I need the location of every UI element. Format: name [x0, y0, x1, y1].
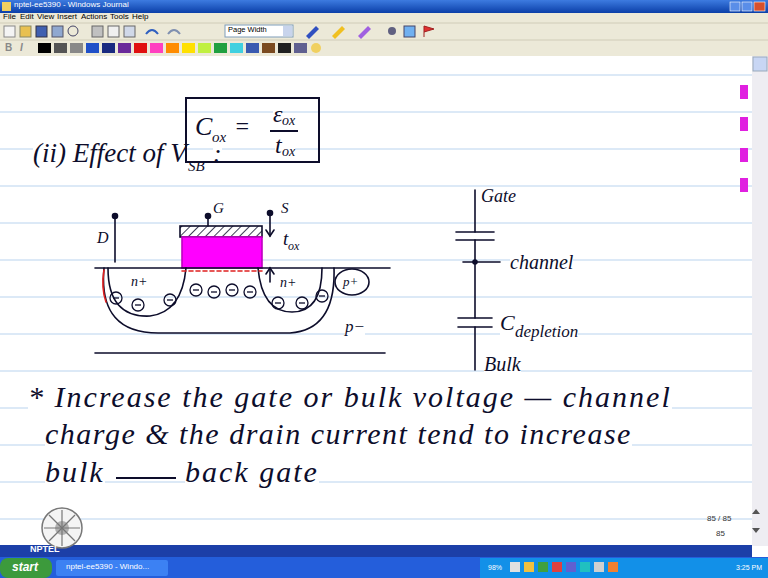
- ruled-lines: [0, 75, 752, 519]
- node-label: channel: [510, 251, 573, 273]
- menu-item: File: [3, 13, 16, 22]
- menu-item: Actions: [81, 13, 107, 22]
- start-button: [0, 558, 52, 578]
- region-label: p+: [343, 275, 358, 289]
- note-text: * Increase the gate or bulk voltage — ch…: [28, 380, 672, 413]
- flag-tabs: [740, 85, 748, 192]
- region-label: n+: [280, 275, 296, 290]
- note-page: [0, 56, 752, 546]
- subscript: ox: [282, 113, 295, 128]
- terminal-label: D: [97, 229, 109, 247]
- task-button: [56, 560, 168, 576]
- toolbar-area: [0, 13, 768, 56]
- formula-symbol: t: [275, 132, 282, 158]
- battery-level: 98%: [488, 564, 502, 572]
- separator: [0, 40, 768, 41]
- close-button: [754, 2, 765, 11]
- page-counter: 85 / 85: [707, 515, 731, 524]
- taskbar: [0, 557, 768, 578]
- tray-icons: [510, 562, 618, 572]
- page-arrows: [752, 509, 760, 533]
- toolbar-icons: [4, 25, 434, 39]
- subscript: ox: [282, 144, 295, 159]
- page-number: 85: [716, 530, 725, 539]
- capacitor-label: C: [500, 311, 515, 335]
- scrollbar: [752, 56, 768, 546]
- equals-sign: =: [234, 113, 250, 139]
- nptel-logo: [42, 508, 82, 548]
- menu-item: Help: [132, 13, 148, 22]
- task-label: nptel-ee5390 - Windo...: [66, 563, 149, 572]
- formula-box: Cox=εoxtox: [185, 97, 320, 163]
- terminal-label: S: [281, 200, 289, 217]
- bold-button: B: [5, 42, 12, 53]
- capacitor-model: [456, 190, 500, 370]
- start-label: start: [12, 561, 38, 574]
- subscript: ox: [212, 129, 226, 146]
- note-text: back gate: [185, 455, 319, 488]
- subscript: ox: [288, 240, 299, 253]
- menu-item: Insert: [57, 13, 77, 22]
- node-label: Bulk: [484, 353, 521, 375]
- mosfet-cross-section: [95, 211, 390, 354]
- node-label: Gate: [481, 187, 516, 207]
- menu-item: View: [37, 13, 54, 22]
- zoom-dropdown-text: Page Width: [228, 26, 267, 34]
- minimize-button: [730, 2, 740, 11]
- dash-stroke: [116, 477, 176, 479]
- banner-bar: [0, 545, 752, 557]
- note-text: charge & the drain current tend to incre…: [45, 417, 632, 450]
- system-tray: [480, 558, 768, 578]
- clock: 3:25 PM: [736, 564, 762, 572]
- formula-symbol: C: [195, 113, 212, 142]
- terminal-label: G: [213, 200, 224, 217]
- scroll-arrow: [753, 57, 767, 71]
- window-title: nptel-ee5390 - Windows Journal: [14, 1, 129, 10]
- subscript: depletion: [515, 323, 578, 342]
- italic-button: I: [20, 42, 23, 53]
- section-heading: (ii) Effect of V: [33, 139, 187, 169]
- separator: [0, 23, 768, 24]
- menu-item: Edit: [20, 13, 34, 22]
- subscript: SB: [188, 158, 205, 175]
- fraction-bar: [270, 130, 298, 132]
- region-label: p−: [345, 318, 365, 337]
- maximize-button: [742, 2, 752, 11]
- logo-text: NPTEL: [30, 545, 60, 555]
- pen-color-swatches: [38, 43, 321, 53]
- region-label: n+: [131, 274, 147, 289]
- note-text: bulk: [45, 455, 105, 488]
- app-icon: [2, 2, 11, 11]
- menu-item: Tools: [110, 13, 129, 22]
- title-bar: [0, 0, 768, 13]
